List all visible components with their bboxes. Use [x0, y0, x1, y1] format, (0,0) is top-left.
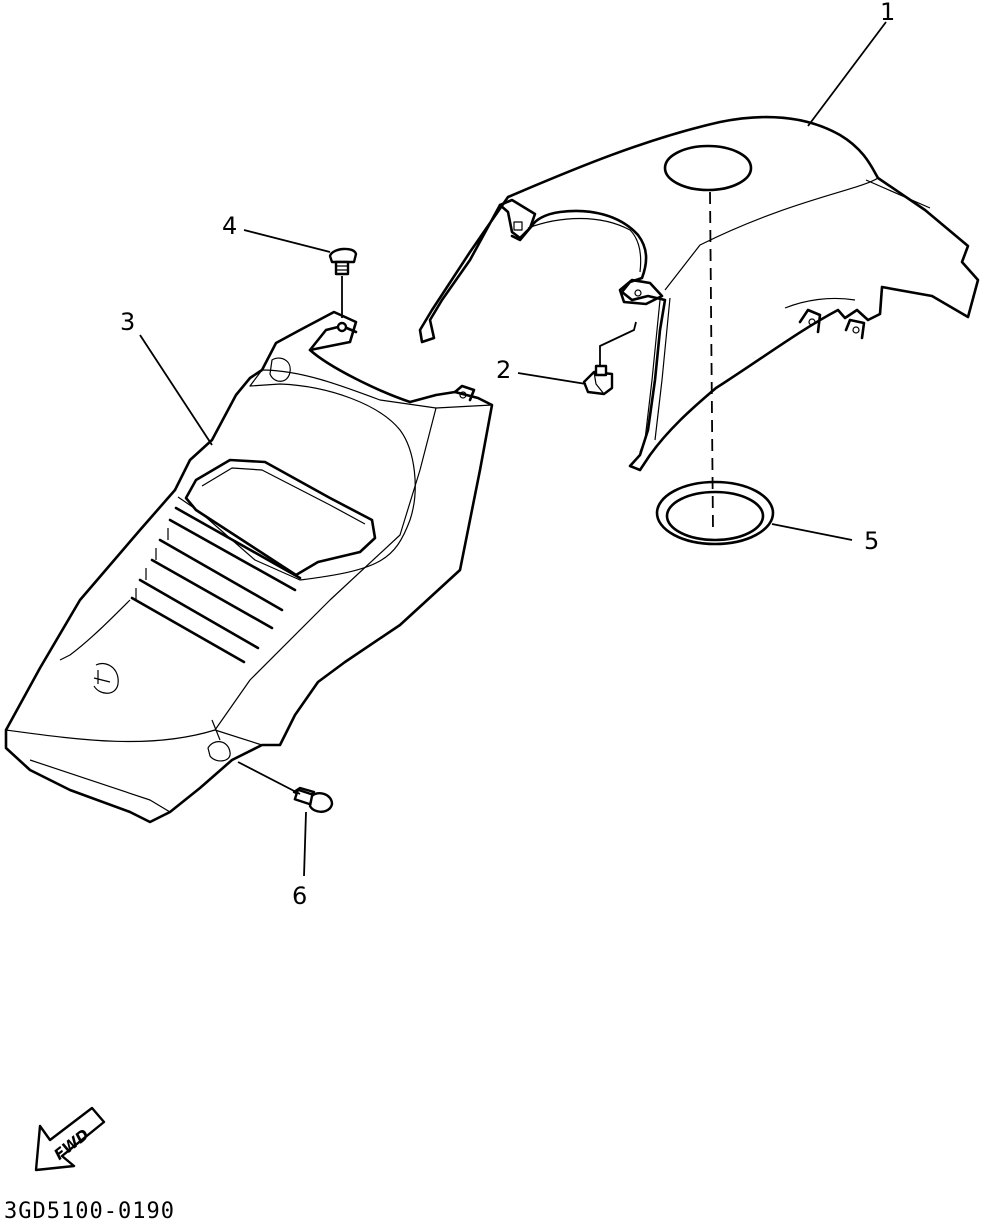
fwd-arrow-icon: FWD: [34, 1106, 106, 1172]
figure-code: 3GD5100-0190: [4, 1199, 175, 1223]
bolt-bottom: [292, 786, 334, 877]
ring-grommet: [655, 480, 775, 546]
leader-6: [237, 761, 301, 795]
leader-2: [517, 372, 587, 385]
leader-3: [139, 334, 213, 446]
center-line: [709, 191, 714, 531]
callout-1: 1: [880, 0, 895, 26]
leader-4: [243, 229, 331, 253]
rear-cover: [4, 310, 494, 824]
leader-5: [771, 523, 853, 541]
fuel-tank-cover: [418, 115, 980, 472]
screw-top: [328, 247, 358, 318]
leader-1: [807, 21, 887, 127]
callout-3: 3: [120, 308, 135, 336]
callout-6: 6: [292, 882, 307, 910]
callout-4: 4: [222, 212, 237, 240]
callout-5: 5: [864, 527, 879, 555]
clip-nut: [582, 321, 637, 396]
callout-2: 2: [496, 356, 511, 384]
